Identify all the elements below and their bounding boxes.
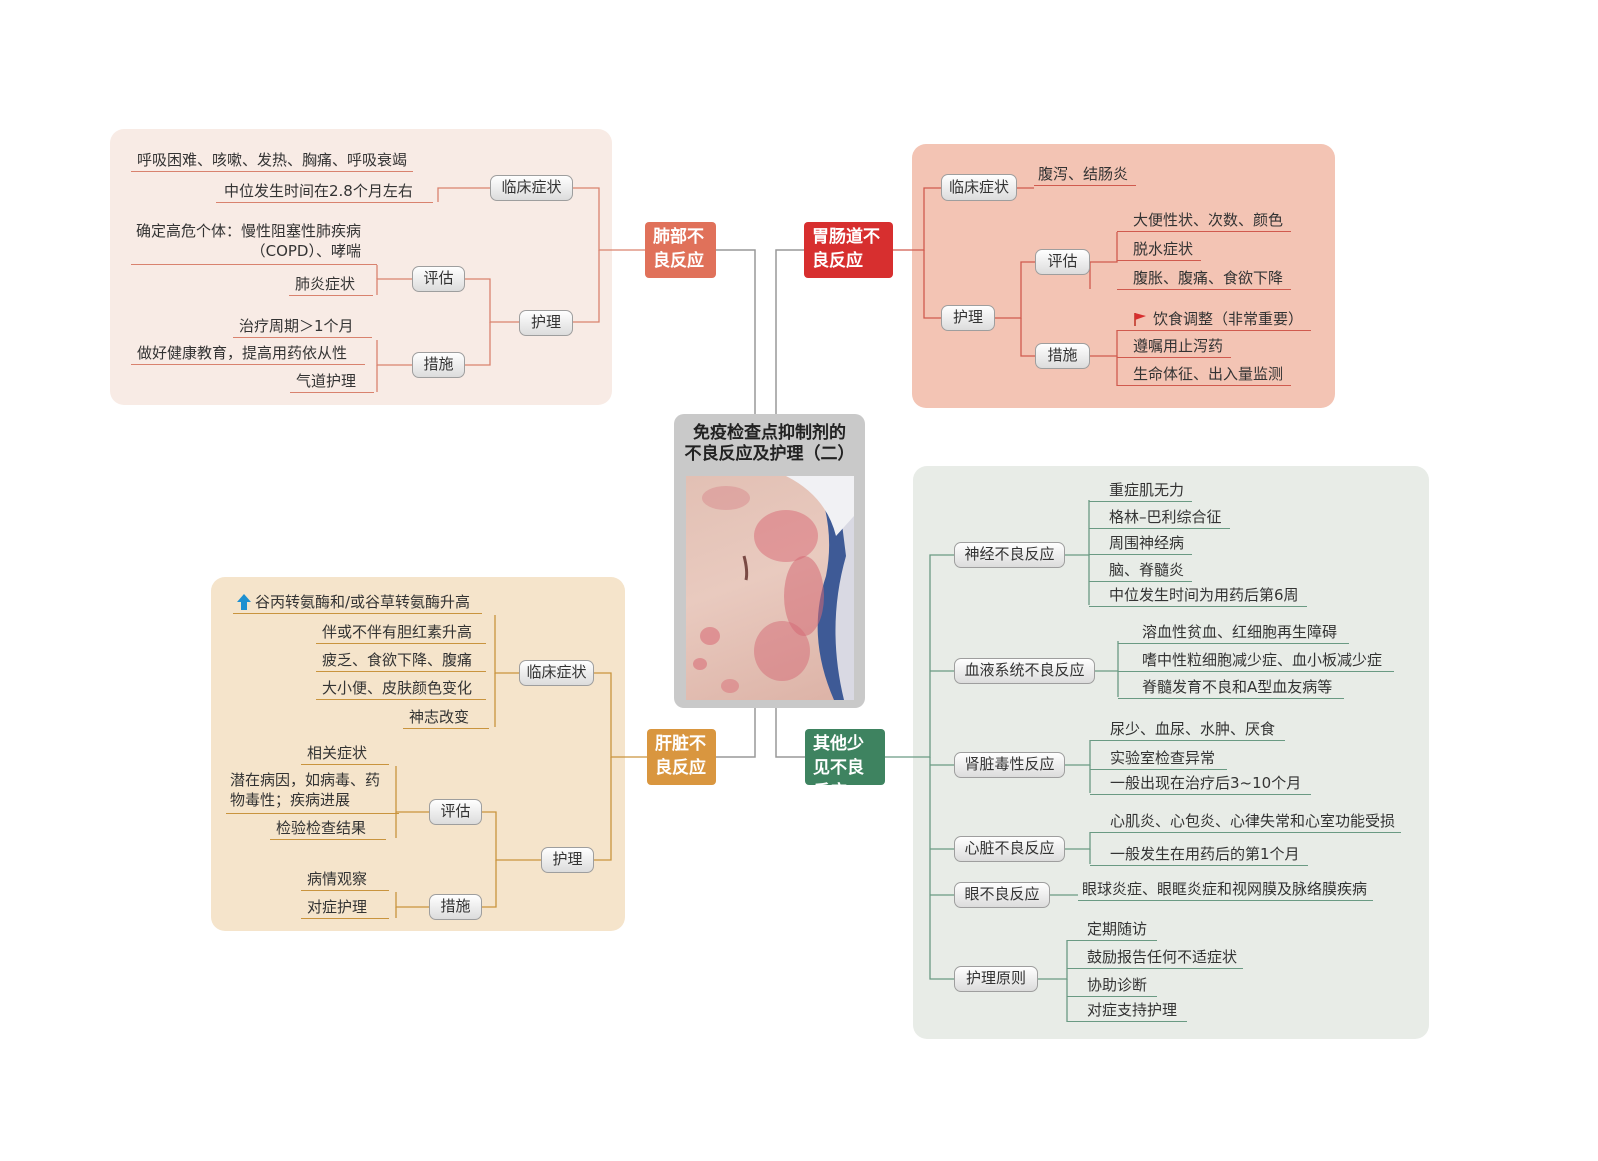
center-title-line2: 不良反应及护理（二） [684,444,855,464]
gi-measure-item-2: 遵嘱用止泻药 [1117,336,1232,358]
gi-measure-node[interactable]: 措施 [1035,343,1090,369]
other-main-node[interactable]: 其他少见不良反应 [805,729,885,802]
lung-assess-item-1: 确定高危个体：慢性阻塞性肺疾病（COPD）、哮喘 [131,221,377,265]
other-care-item-4: 对症支持护理 [1067,1000,1188,1022]
other-neuro-item-5: 中位发生时间为用药后第6周 [1089,585,1307,607]
gi-assess-node[interactable]: 评估 [1035,249,1090,275]
liver-clinical-item-1: 谷丙转氨酶和/或谷草转氨酶升高 [233,592,483,614]
other-eye-item-1: 眼球炎症、眼眶炎症和视网膜及脉络膜疾病 [1078,879,1374,901]
lung-measure-item-3: 气道护理 [290,371,375,393]
other-heart-item-1: 心肌炎、心包炎、心律失常和心室功能受损 [1090,811,1402,833]
liver-clinical-item-5: 神志改变 [403,707,490,729]
liver-measure-item-1: 病情观察 [301,869,390,891]
liver-clinical-item-4: 大小便、皮肤颜色变化 [316,678,487,700]
other-blood-item-3: 脊髓发育不良和A型血友病等 [1118,677,1345,699]
red-flag-icon [1133,311,1147,326]
center-title-line1: 免疫检查点抑制剂的 [693,423,846,443]
liver-clinical-item-2: 伴或不伴有胆红素升高 [316,622,487,644]
gi-main-node[interactable]: 胃肠道不良反应 [804,222,893,278]
lung-measure-item-1: 治疗周期＞1个月 [233,316,372,338]
liver-nursing-node[interactable]: 护理 [541,847,594,873]
liver-main-node[interactable]: 肝脏不良反应 [647,729,716,785]
other-neuro-item-1: 重症肌无力 [1089,480,1193,502]
other-kidney-item-3: 一般出现在治疗后3~10个月 [1090,773,1312,795]
lung-clinical-item-2: 中位发生时间在2.8个月左右 [216,181,433,203]
liver-assess-item-1: 相关症状 [301,743,390,765]
gi-assess-item-1: 大便性状、次数、颜色 [1117,210,1292,232]
other-care-item-3: 协助诊断 [1067,975,1158,997]
other-heart-item-2: 一般发生在用药后的第1个月 [1090,844,1308,866]
liver-clinical-node[interactable]: 临床症状 [519,660,594,686]
gi-measure-item-1: 饮食调整（非常重要） [1117,309,1312,331]
skin-rash-image [693,476,854,700]
other-kidney-node[interactable]: 肾脏毒性反应 [954,752,1065,778]
other-neuro-item-3: 周围神经病 [1089,533,1193,555]
liver-measure-node[interactable]: 措施 [429,894,482,920]
gi-clinical-node[interactable]: 临床症状 [941,174,1017,201]
lung-assess-node[interactable]: 评估 [412,266,465,292]
up-arrow-icon [237,594,251,610]
other-care-item-1: 定期随访 [1067,919,1158,941]
other-kidney-item-2: 实验室检查异常 [1090,748,1228,770]
gi-assess-item-3: 腹胀、腹痛、食欲下降 [1117,268,1292,290]
other-heart-node[interactable]: 心脏不良反应 [954,836,1065,862]
gi-measure-item-3: 生命体征、出入量监测 [1117,364,1292,386]
lung-clinical-item-1: 呼吸困难、咳嗽、发热、胸痛、呼吸衰竭 [131,150,414,172]
other-blood-item-1: 溶血性贫血、红细胞再生障碍 [1118,622,1350,644]
skin-rash-photo [686,476,854,700]
other-blood-item-2: 嗜中性粒细胞减少症、血小板减少症 [1118,650,1395,672]
other-neuro-node[interactable]: 神经不良反应 [954,542,1065,568]
lung-assess-item-2: 肺炎症状 [289,274,374,296]
other-blood-node[interactable]: 血液系统不良反应 [954,658,1095,684]
other-eye-node[interactable]: 眼不良反应 [954,882,1050,908]
gi-clinical-item-1: 腹泻、结肠炎 [1034,164,1137,186]
liver-assess-item-3: 检验检查结果 [270,818,387,840]
lung-nursing-node[interactable]: 护理 [519,310,573,336]
other-care-item-2: 鼓励报告任何不适症状 [1067,947,1244,969]
liver-clinical-item-3: 疲乏、食欲下降、腹痛 [316,650,487,672]
gi-assess-item-2: 脱水症状 [1117,239,1202,261]
lung-measure-item-2: 做好健康教育，提高用药依从性 [131,343,366,365]
lung-main-node[interactable]: 肺部不良反应 [645,222,716,278]
other-neuro-item-2: 格林–巴利综合征 [1089,507,1230,529]
other-kidney-item-1: 尿少、血尿、水肿、厌食 [1090,719,1286,741]
liver-assess-node[interactable]: 评估 [429,799,482,825]
liver-measure-item-2: 对症护理 [301,897,390,919]
lung-measure-node[interactable]: 措施 [412,352,465,378]
lung-clinical-node[interactable]: 临床症状 [490,175,573,201]
other-care-node[interactable]: 护理原则 [954,966,1038,992]
other-neuro-item-4: 脑、脊髓炎 [1089,560,1193,582]
liver-assess-item-2: 潜在病因，如病毒、药物毒性；疾病进展 [226,770,399,814]
gi-nursing-node[interactable]: 护理 [941,305,995,331]
